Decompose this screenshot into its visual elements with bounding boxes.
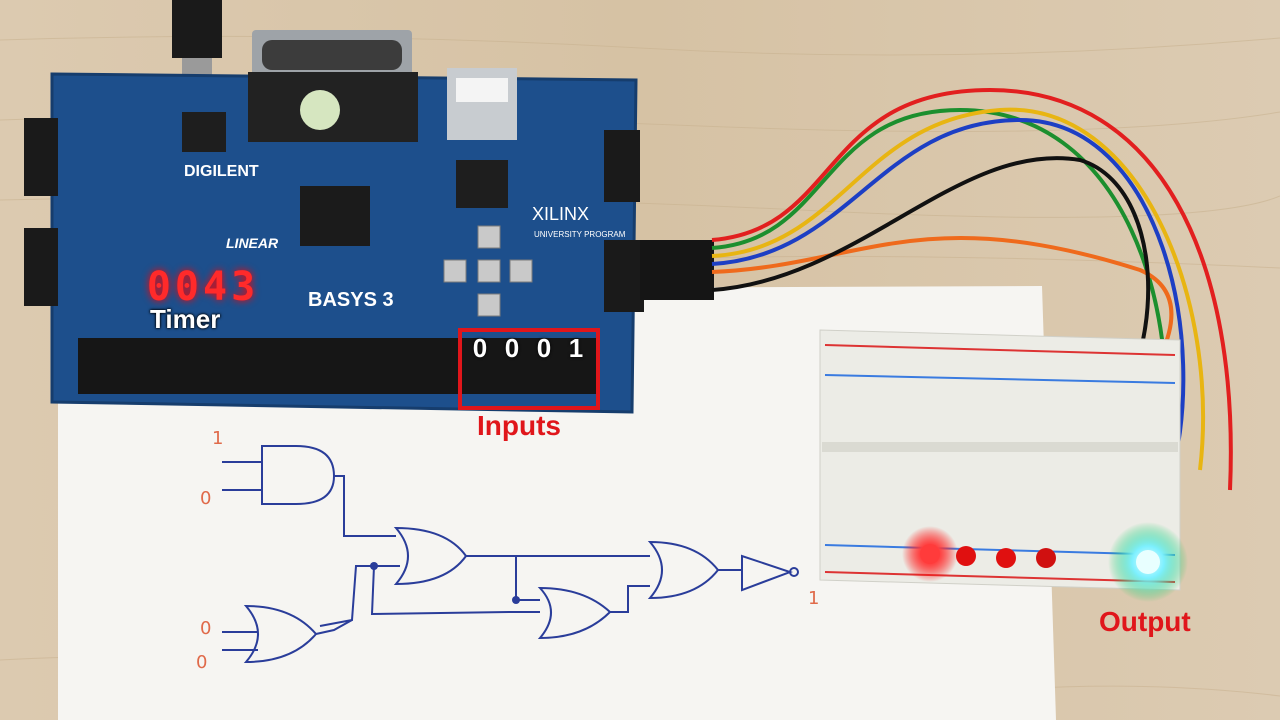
led-array — [902, 522, 1188, 602]
slide-switch-row — [78, 338, 598, 394]
ic-chip — [182, 112, 226, 152]
output-label: Output — [1099, 606, 1191, 637]
university-program-text: UNIVERSITY PROGRAM — [534, 230, 626, 239]
circuit-output-label: 1 — [808, 588, 819, 609]
input-switch-bits: 0 0 0 1 — [462, 333, 594, 369]
vga-connector — [248, 30, 418, 142]
xilinx-logo: XILINX — [532, 204, 589, 224]
inputs-label: Inputs — [477, 410, 561, 441]
circuit-input-labels: 1 0 0 0 — [196, 428, 223, 673]
display-value: 0043 — [146, 264, 260, 310]
switch-bit: 0 — [472, 333, 488, 363]
pmod-header-right — [604, 130, 714, 312]
pmod-header-left — [24, 118, 58, 306]
inputs-highlight-box — [458, 328, 600, 410]
linear-logo: LINEAR — [226, 235, 279, 251]
switch-bit: 0 — [536, 333, 552, 363]
usb-cable — [172, 0, 222, 58]
circuit-junction-dots — [370, 562, 520, 604]
usb-chip — [456, 160, 508, 208]
switch-bit: 1 — [568, 333, 584, 363]
seven-segment-display: 0043 — [118, 262, 288, 312]
circuit-input-label: 0 — [200, 488, 211, 509]
fpga-chip — [300, 186, 370, 246]
push-buttons — [443, 225, 533, 317]
circuit-input-label: 0 — [200, 618, 211, 639]
hand-drawn-logic-circuit — [222, 445, 799, 664]
circuit-input-label: 0 — [196, 652, 207, 673]
basys3-logo: BASYS 3 — [308, 289, 394, 311]
digilent-logo: DIGILENT — [184, 163, 259, 180]
circuit-input-label: 1 — [212, 428, 223, 449]
switch-bit: 0 — [504, 333, 520, 363]
timer-label: Timer — [150, 304, 221, 334]
